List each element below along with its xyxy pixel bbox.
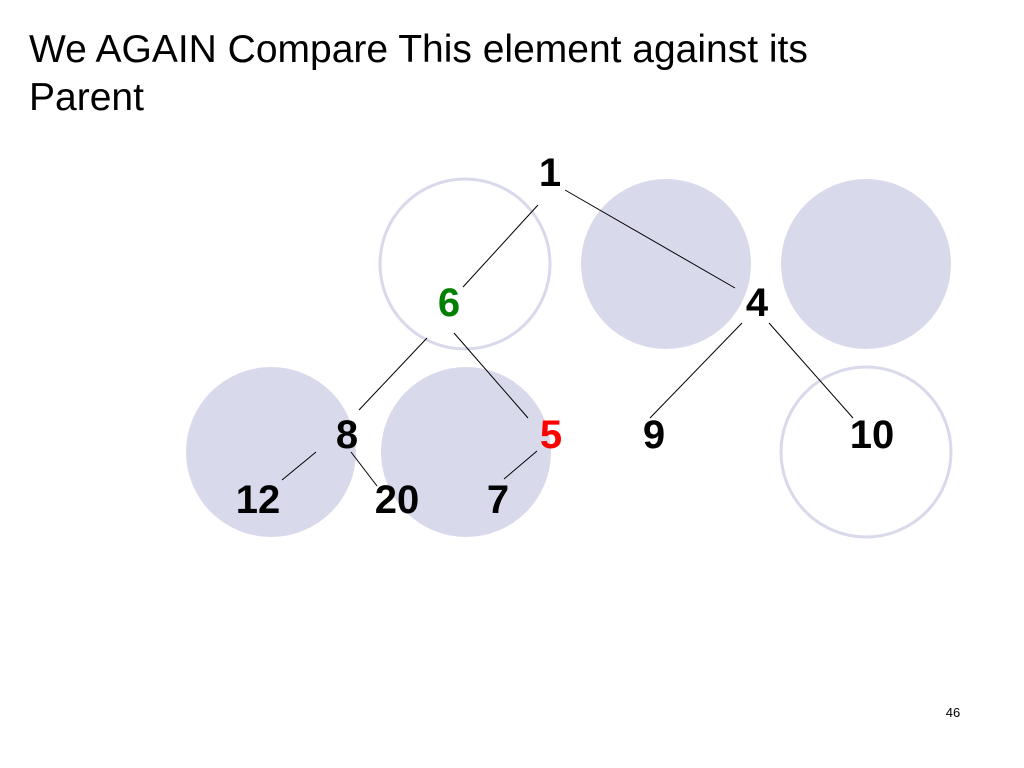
decorative-outline-circle (779, 365, 953, 539)
tree-edge-n6-n8 (358, 337, 428, 411)
slide-number: 46 (945, 705, 961, 720)
tree-edge-n4-n10 (768, 322, 854, 419)
tree-node-label-8: 8 (336, 413, 358, 457)
tree-node-label-12: 12 (236, 478, 281, 522)
tree-edge-n6-n5 (453, 332, 529, 419)
tree-edge-n1-n6 (462, 204, 539, 288)
tree-edge-n1-n4 (564, 189, 736, 289)
decorative-outline-circle (378, 177, 552, 351)
tree-node-label-10: 10 (850, 413, 895, 457)
tree-edge-n4-n9 (649, 322, 743, 419)
tree-edge-n5-n7 (503, 450, 538, 480)
decorative-filled-circle (781, 179, 951, 349)
tree-edge-n8-n20 (350, 451, 378, 487)
decorative-filled-circle (186, 367, 356, 537)
decorative-filled-circle (381, 367, 551, 537)
tree-edge-n8-n12 (281, 451, 317, 481)
tree-node-label-20: 20 (375, 478, 420, 522)
slide-title: We AGAIN Compare This element against it… (29, 26, 989, 122)
tree-node-label-6: 6 (438, 281, 460, 325)
tree-edges (281, 189, 854, 487)
decorative-circles (186, 177, 953, 539)
tree-node-label-9: 9 (643, 413, 665, 457)
tree-node-label-7: 7 (487, 478, 509, 522)
slide-title-line-2: Parent (29, 76, 144, 119)
tree-node-label-5: 5 (540, 413, 562, 457)
tree-node-label-4: 4 (746, 281, 769, 325)
decorative-filled-circle (581, 179, 751, 349)
tree-node-label-1: 1 (539, 151, 561, 195)
tree-node-labels: 1 6 4 8 5 9 10 12 20 7 (236, 151, 895, 522)
slide-title-line-1: We AGAIN Compare This element against it… (29, 28, 808, 71)
